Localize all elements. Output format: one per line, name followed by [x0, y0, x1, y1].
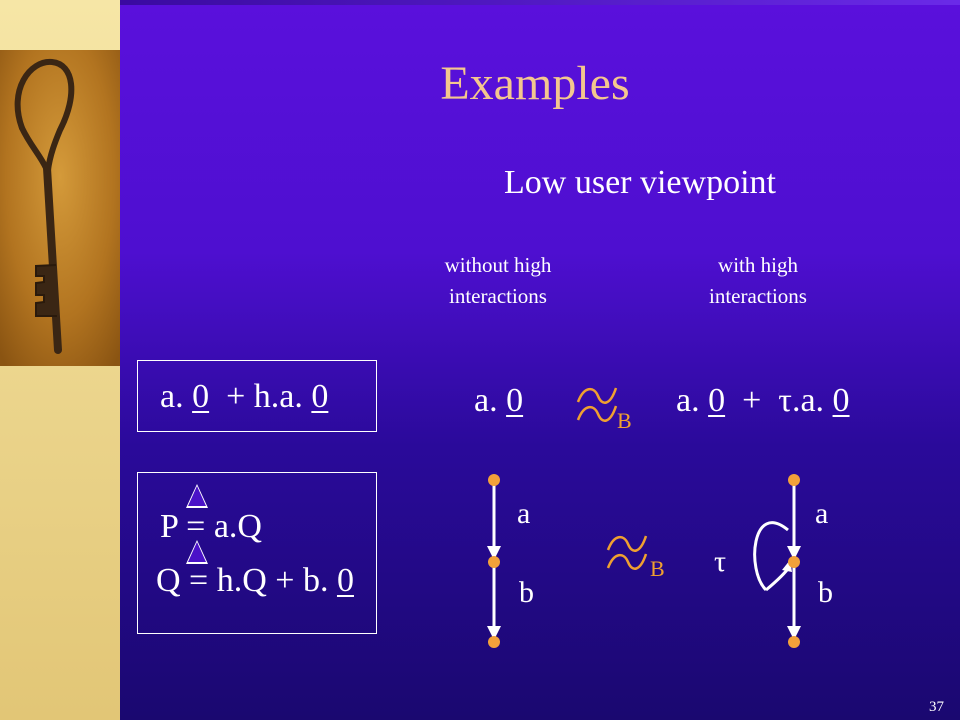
lhs-zero: 0	[506, 382, 524, 419]
expr-1-zero-2: 0	[311, 378, 329, 415]
state-node	[488, 636, 500, 648]
slide-title: Examples	[440, 57, 630, 110]
expression-box-1	[137, 360, 377, 432]
weak-bisimilarity-symbol-2	[606, 535, 648, 570]
definition-triangle-1	[186, 484, 208, 508]
graph-left-label-a: a	[517, 497, 531, 530]
definition-box	[137, 472, 377, 634]
column-caption-without: without high interactions	[444, 253, 552, 308]
definition-p: P = a.Q	[160, 508, 262, 545]
state-node	[788, 636, 800, 648]
graph-left-label-b: b	[519, 576, 534, 609]
state-node	[488, 556, 500, 568]
key-photo	[0, 50, 120, 366]
rhs-zero-2: 0	[832, 382, 850, 419]
transition-graph-left	[487, 474, 501, 648]
definition-q-part: Q = h.Q + b.	[156, 562, 329, 599]
lhs-part-1: a.	[474, 382, 498, 419]
expression-1: a. 0 + h.a. 0	[160, 378, 328, 416]
weak-bisimilarity-symbol-1	[576, 387, 618, 422]
rhs-tau: τ	[778, 382, 792, 419]
relation-subscript-1: B	[617, 408, 632, 433]
state-node	[788, 474, 800, 486]
column-caption-with: with high interactions	[709, 253, 807, 308]
graph-right-label-a: a	[815, 497, 829, 530]
definition-q-zero: 0	[336, 562, 354, 599]
rhs-part-3: .a.	[791, 382, 825, 419]
page-number: 37	[929, 699, 944, 715]
expr-1-part-1: a.	[160, 378, 184, 415]
graph-right-label-tau: τ	[714, 545, 727, 578]
rhs-zero-1: 0	[708, 382, 726, 419]
lhs-expression: a. 0	[474, 382, 523, 420]
graph-right-label-b: b	[818, 576, 833, 609]
relation-subscript-2: B	[650, 556, 665, 581]
expr-1-part-2: + h.a.	[226, 378, 303, 415]
rhs-expression: a. 0 + τ.a. 0	[676, 382, 850, 420]
definition-triangle-2	[186, 540, 208, 564]
expr-1-zero-1: 0	[192, 378, 210, 415]
subtitle: Low user viewpoint	[504, 164, 776, 201]
state-node	[788, 556, 800, 568]
definition-q: Q = h.Q + b. 0	[156, 562, 354, 600]
rhs-plus: +	[742, 382, 762, 419]
transition-graph-right	[753, 474, 801, 648]
rhs-part-1: a.	[676, 382, 700, 419]
state-node	[488, 474, 500, 486]
